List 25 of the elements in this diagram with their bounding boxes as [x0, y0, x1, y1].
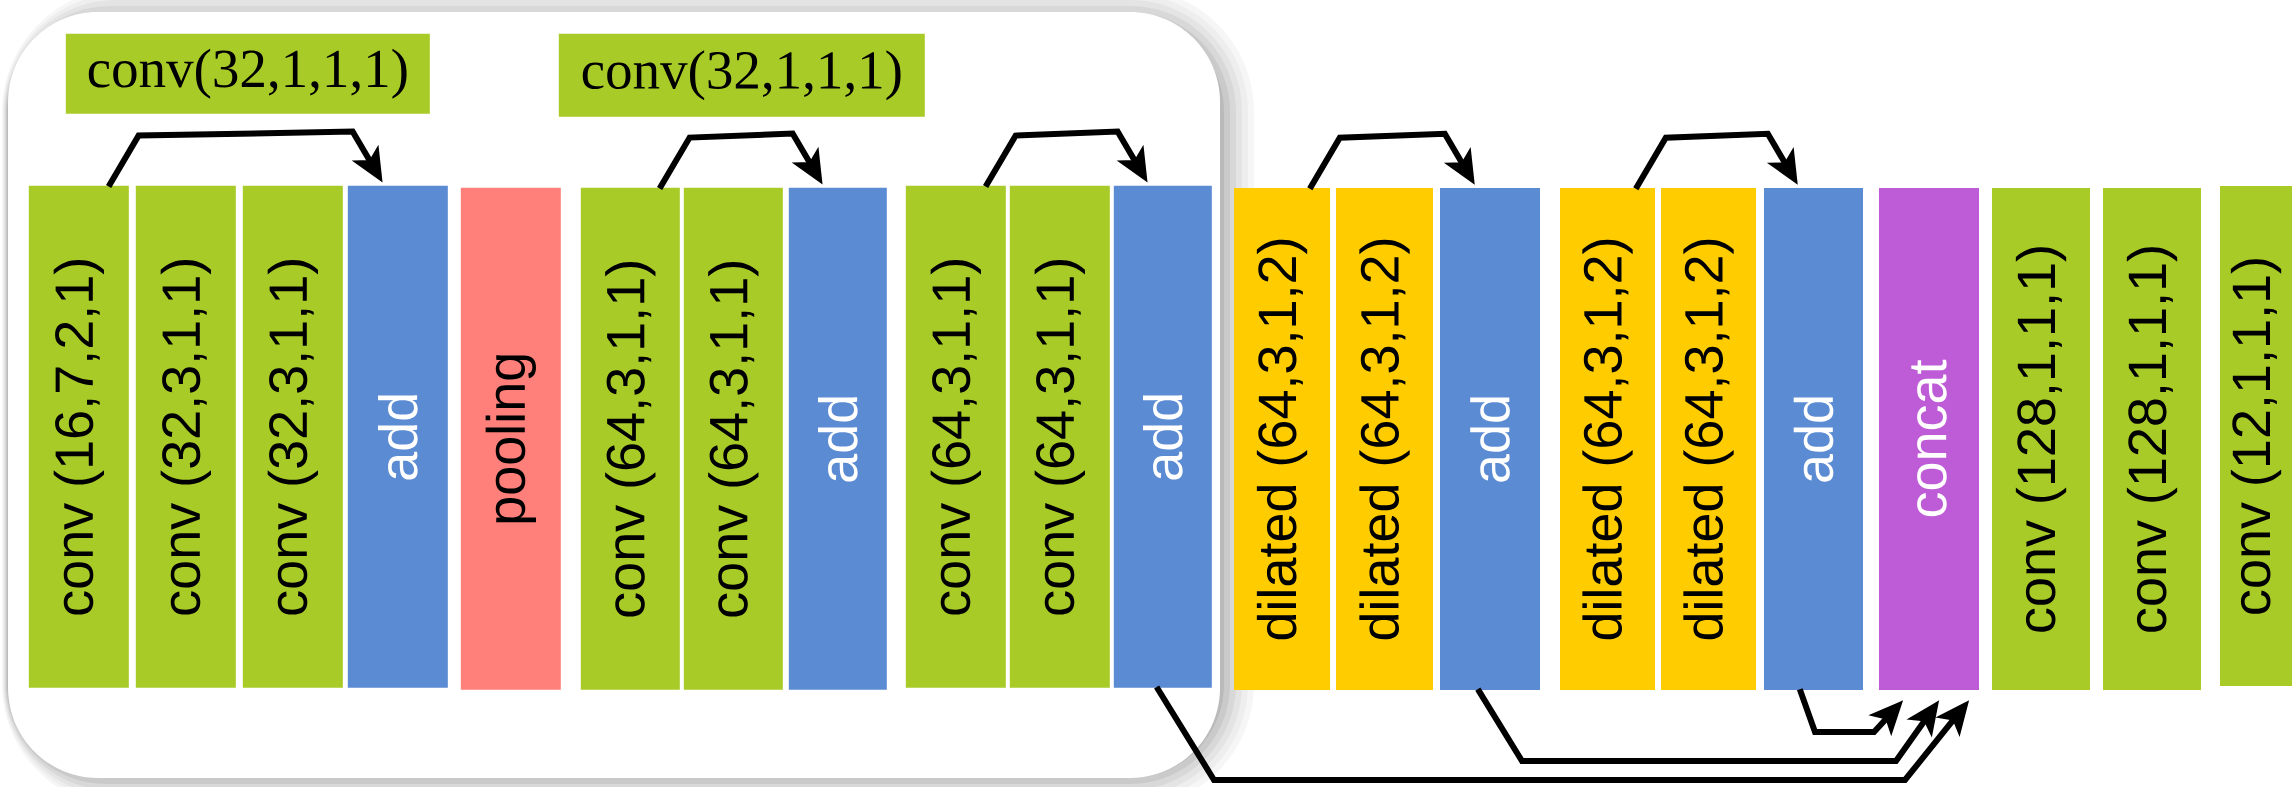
layer-box: conv (16,7,2,1): [28, 185, 129, 688]
layer-box: pooling: [460, 187, 561, 690]
layer-box: conv (64,3,1,1): [580, 187, 680, 690]
layer-box: add: [1764, 188, 1863, 690]
layer-box: dilated (64,3,1,2): [1560, 188, 1655, 690]
layer-box: dilated (64,3,1,2): [1336, 188, 1433, 690]
layer-box: concat: [1879, 188, 1979, 690]
layer-box: add: [347, 185, 448, 688]
layer-box: conv (128,1,1,1): [1992, 188, 2090, 690]
layer-box: conv (64,3,1,1): [683, 187, 783, 690]
layer-box: dilated (64,3,1,2): [1661, 188, 1756, 690]
arrow: [1307, 130, 1475, 191]
layer-box: dilated (64,3,1,2): [1234, 188, 1330, 690]
layer-box: conv (32,3,1,1): [242, 185, 343, 688]
arrow: [1633, 130, 1798, 191]
layer-box: conv (64,3,1,1): [1009, 185, 1110, 688]
layer-box: add: [1113, 185, 1212, 688]
label-box: conv(32,1,1,1): [65, 33, 430, 114]
layer-box: add: [1440, 188, 1540, 690]
layer-box: conv (64,3,1,1): [905, 185, 1006, 688]
layer-box: conv (32,3,1,1): [135, 185, 236, 688]
label-box: conv(32,1,1,1): [558, 33, 925, 117]
layer-box: conv (128,1,1,1): [2103, 188, 2201, 690]
layer-box: add: [788, 187, 887, 690]
layer-box: conv (12,1,1,1): [2220, 186, 2292, 686]
